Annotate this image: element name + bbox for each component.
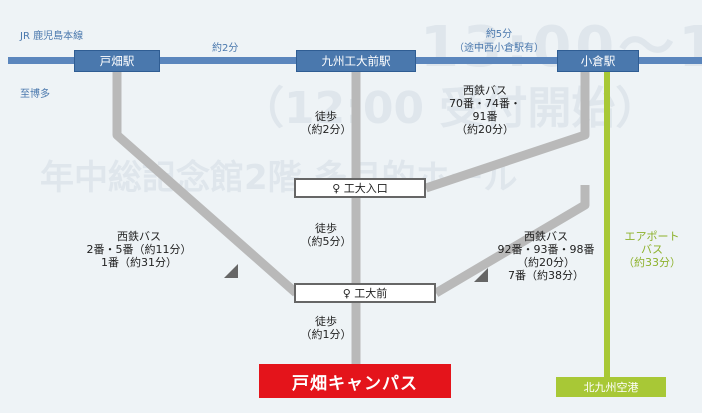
station-kokura: 小倉駅 xyxy=(557,50,639,72)
time-tobata-kyukodai: 約2分 xyxy=(212,43,239,54)
bus-tobata-to-mae: 西鉄バス 2番・5番（約11分） 1番（約31分） xyxy=(86,230,192,269)
walk-label: 徒歩（約5分） xyxy=(300,222,352,248)
bus-stop-kodai-iriguchi: ♀ 工大入口 xyxy=(294,178,426,198)
note-kyukodai-kokura: （途中西小倉駅有） xyxy=(454,43,544,54)
road-lines xyxy=(112,70,590,365)
station-tobata: 戸畑駅 xyxy=(74,50,160,72)
time-kyukodai-kokura: 約5分 xyxy=(485,29,513,40)
kitakyushu-airport: 北九州空港 xyxy=(556,377,666,397)
arrow-icon xyxy=(224,264,238,278)
direction-label: 至博多 xyxy=(20,89,50,100)
arrow-icon xyxy=(474,268,488,282)
tobata-campus: 戸畑キャンパス xyxy=(259,364,451,398)
bus-stop-kodai-mae: ♀ 工大前 xyxy=(294,283,436,303)
rail-line-name: JR 鹿児島本線 xyxy=(20,31,84,42)
walk-label: 徒歩（約1分） xyxy=(300,315,352,341)
bus-kokura-to-mae: 西鉄バス 92番・93番・98番 （約20分） 7番（約38分） xyxy=(497,230,595,282)
airport-bus-label: エアポート バス （約33分） xyxy=(623,230,681,269)
walk-label: 徒歩（約2分） xyxy=(300,110,352,136)
bus-kokura-to-entrance: 西鉄バス 70番・74番・ 91番 （約20分） xyxy=(449,84,521,136)
station-kyukodai: 九州工大前駅 xyxy=(296,50,416,72)
background-decoration: 年中総記念館2階 多目的ホール xyxy=(40,158,518,198)
